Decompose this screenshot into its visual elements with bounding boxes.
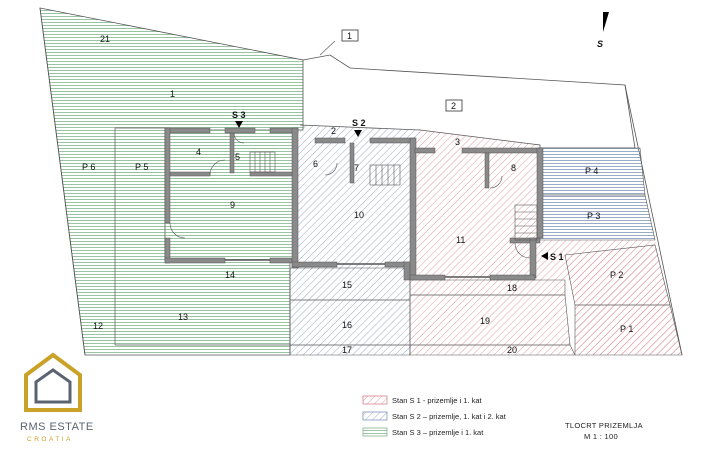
plan-title: TLOCRT PRIZEMLJA <box>565 421 643 430</box>
label-10: 10 <box>354 210 364 220</box>
label-13: 13 <box>178 312 188 322</box>
doors <box>169 132 531 278</box>
label-7: 7 <box>354 163 359 173</box>
label-p4: P 4 <box>585 166 598 176</box>
entrance-s2: S 2 <box>352 118 366 128</box>
walls <box>164 127 544 281</box>
label-18: 18 <box>507 283 517 293</box>
logo-sub: CROATIA <box>27 436 73 443</box>
label-21: 21 <box>100 34 110 44</box>
label-15: 15 <box>342 280 352 290</box>
label-6: 6 <box>313 159 318 169</box>
label-5: 5 <box>235 152 240 162</box>
label-14: 14 <box>225 270 235 280</box>
legend-swatch-s1 <box>362 395 388 405</box>
entry-markers <box>235 121 548 260</box>
label-p6: P 6 <box>82 162 95 172</box>
label-p2: P 2 <box>610 270 623 280</box>
entrance-s1: S 1 <box>550 252 564 262</box>
room-labels: 21 1 P 6 P 5 4 5 9 14 13 12 2 6 7 10 15 … <box>82 31 633 355</box>
label-1: 1 <box>170 89 175 99</box>
zone-s1 <box>409 130 683 356</box>
marker-1-box <box>341 29 359 42</box>
label-11: 11 <box>456 235 465 245</box>
north-label: S <box>597 39 603 49</box>
zone-s3 <box>39 7 304 356</box>
label-yard-2: 2 <box>451 101 456 111</box>
zone-s2 <box>289 125 656 356</box>
legend-label-s2: Stan S 2 – prizemlje, 1. kat i 2. kat <box>392 412 507 421</box>
plan-scale: M 1 : 100 <box>584 432 618 441</box>
label-marker-1: 1 <box>347 31 352 41</box>
label-20: 20 <box>507 345 517 355</box>
label-17: 17 <box>342 345 352 355</box>
legend-label-s3: Stan S 3 – prizemlje i 1. kat <box>392 428 484 437</box>
legend-swatch-s3 <box>362 427 388 437</box>
logo: RMS ESTATE CROATIA <box>20 352 94 443</box>
house-logo-icon <box>24 352 82 412</box>
label-p3: P 3 <box>587 211 600 221</box>
label-16: 16 <box>342 320 352 330</box>
label-2: 2 <box>331 126 336 136</box>
title-block: TLOCRT PRIZEMLJA M 1 : 100 <box>565 421 643 441</box>
label-p1: P 1 <box>620 324 633 334</box>
legend: Stan S 1 - prizemlje i 1. kat Stan S 2 –… <box>362 395 507 437</box>
label-12: 12 <box>93 321 103 331</box>
label-p5: P 5 <box>135 162 148 172</box>
label-19: 19 <box>480 316 490 326</box>
north-arrow-icon <box>603 12 609 32</box>
logo-name: RMS ESTATE <box>20 421 94 433</box>
yard-2-box <box>445 99 463 112</box>
label-3: 3 <box>455 137 460 147</box>
entrance-s3: S 3 <box>232 110 246 120</box>
stairs <box>249 151 538 241</box>
legend-label-s1: Stan S 1 - prizemlje i 1. kat <box>392 396 483 405</box>
label-8: 8 <box>511 163 516 173</box>
label-9: 9 <box>230 200 235 210</box>
label-4: 4 <box>196 147 201 157</box>
legend-swatch-s2 <box>362 411 388 421</box>
